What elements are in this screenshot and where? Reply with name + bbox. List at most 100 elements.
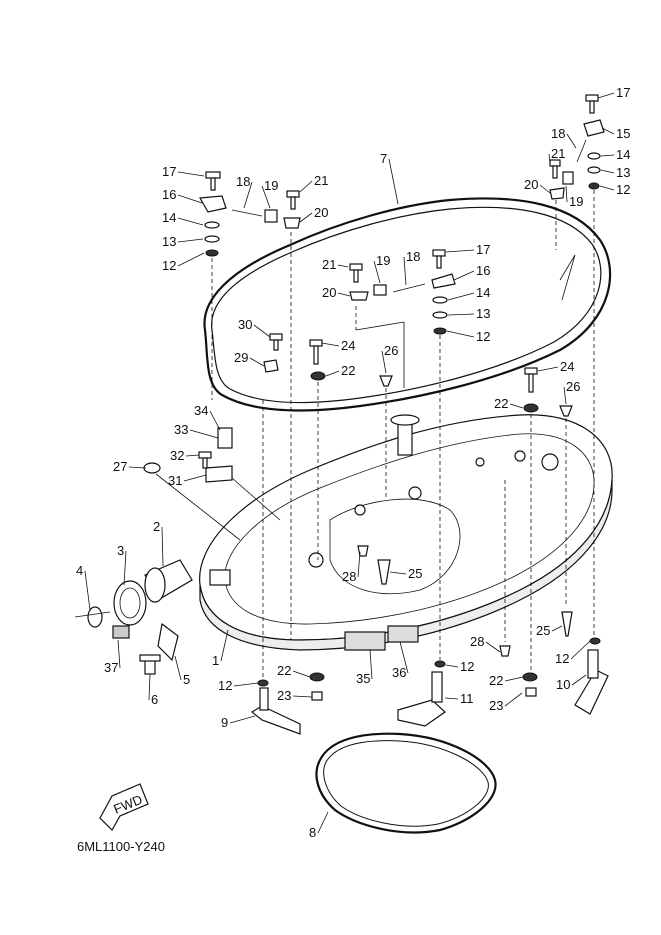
callout-number-c16b: 16 bbox=[476, 263, 490, 278]
callout-leader-c21a bbox=[299, 180, 313, 193]
callout-leader-c25a bbox=[389, 571, 407, 575]
callout-number-c13b: 13 bbox=[476, 306, 490, 321]
callout-leader-c19b bbox=[373, 260, 381, 284]
callout-leader-c26b bbox=[563, 386, 567, 405]
callout-leader-c23b bbox=[504, 692, 523, 707]
callout-leader-c22d bbox=[504, 676, 524, 682]
callout-leader-c10 bbox=[571, 674, 587, 686]
callout-number-c7: 7 bbox=[380, 151, 387, 166]
callout-leader-c23a bbox=[292, 695, 313, 698]
callout-number-c35: 35 bbox=[356, 671, 370, 686]
callout-leader-c17c bbox=[597, 92, 615, 99]
callout-number-c22b: 22 bbox=[494, 396, 508, 411]
callout-number-c19a: 19 bbox=[264, 178, 278, 193]
callout-leader-c6 bbox=[148, 673, 151, 701]
callout-leader-c12d bbox=[570, 640, 591, 660]
callout-number-c31: 31 bbox=[168, 473, 182, 488]
callout-leader-c13a bbox=[177, 238, 204, 243]
bottom-cowling-part-1 bbox=[199, 414, 613, 651]
callout-leader-c20a bbox=[299, 212, 313, 223]
callout-number-c18b: 18 bbox=[406, 249, 420, 264]
callout-number-c13a: 13 bbox=[162, 234, 176, 249]
callout-leader-c22b bbox=[509, 403, 524, 409]
callout-number-c25b: 25 bbox=[536, 623, 550, 638]
callout-number-c26a: 26 bbox=[384, 343, 398, 358]
callout-number-c17c: 17 bbox=[616, 85, 630, 100]
callout-leader-c1 bbox=[220, 629, 229, 662]
callout-leader-c8 bbox=[317, 811, 329, 834]
callout-leader-c13b bbox=[447, 313, 475, 316]
front-grommet-assembly bbox=[74, 559, 193, 675]
callout-leader-c12e bbox=[445, 664, 459, 668]
callout-leader-c17a bbox=[177, 171, 205, 177]
callout-leader-c30 bbox=[253, 324, 271, 338]
callout-leader-c20c bbox=[539, 184, 551, 194]
callout-leader-c36 bbox=[399, 641, 409, 674]
callout-number-c26b: 26 bbox=[566, 379, 580, 394]
callout-leader-c13c bbox=[600, 169, 615, 174]
callout-number-c20b: 20 bbox=[322, 285, 336, 300]
callout-leader-c22c bbox=[292, 670, 311, 678]
callout-number-c20c: 20 bbox=[524, 177, 538, 192]
callout-number-c34: 34 bbox=[194, 403, 208, 418]
callout-leader-c5 bbox=[174, 655, 182, 681]
callout-number-c28b: 28 bbox=[470, 634, 484, 649]
callout-leader-c29 bbox=[249, 357, 265, 367]
callout-leader-c14a bbox=[177, 217, 204, 226]
callout-leader-c32 bbox=[185, 454, 200, 457]
callout-number-c27: 27 bbox=[113, 459, 127, 474]
callout-number-c22a: 22 bbox=[341, 363, 355, 378]
callout-number-c28a: 28 bbox=[342, 569, 356, 584]
callout-leader-c16b bbox=[453, 270, 475, 281]
callout-number-c18a: 18 bbox=[236, 174, 250, 189]
callout-number-c12e: 12 bbox=[460, 659, 474, 674]
callout-leader-c28b bbox=[485, 641, 501, 653]
callout-number-c14c: 14 bbox=[616, 147, 630, 162]
callout-leader-c35 bbox=[369, 649, 373, 680]
callout-number-c29: 29 bbox=[234, 350, 248, 365]
callout-number-c22d: 22 bbox=[489, 673, 503, 688]
callout-leader-c7 bbox=[388, 158, 399, 205]
callout-number-c2: 2 bbox=[153, 519, 160, 534]
callout-leader-c4 bbox=[84, 570, 91, 611]
callout-leader-c24a bbox=[321, 342, 340, 347]
callout-number-c33: 33 bbox=[174, 422, 188, 437]
callout-number-c23b: 23 bbox=[489, 698, 503, 713]
callout-leader-c3 bbox=[123, 550, 127, 586]
callout-number-c3: 3 bbox=[117, 543, 124, 558]
callout-leader-c22a bbox=[325, 370, 340, 377]
callout-number-c25a: 25 bbox=[408, 566, 422, 581]
callout-leader-c28a bbox=[357, 551, 361, 578]
callout-leader-c24b bbox=[537, 366, 559, 372]
bottom-seal-part-8 bbox=[315, 732, 497, 834]
callout-number-c19c: 19 bbox=[569, 194, 583, 209]
alignment-lines bbox=[155, 190, 595, 678]
callout-leader-c12f bbox=[233, 682, 259, 687]
callout-number-c36: 36 bbox=[392, 665, 406, 680]
callout-leader-c14b bbox=[447, 292, 475, 301]
callout-leader-c20b bbox=[337, 292, 351, 297]
callout-leader-c9 bbox=[229, 715, 256, 724]
callout-leader-c18a bbox=[243, 181, 253, 209]
callout-leader-c12b bbox=[446, 330, 475, 338]
fwd-arrow-icon: FWD bbox=[99, 783, 149, 831]
callout-number-c9: 9 bbox=[221, 715, 228, 730]
callout-number-c24b: 24 bbox=[560, 359, 574, 374]
callout-number-c14b: 14 bbox=[476, 285, 490, 300]
callout-leader-c27 bbox=[128, 466, 147, 469]
callout-number-c19b: 19 bbox=[376, 253, 390, 268]
callout-number-c24a: 24 bbox=[341, 338, 355, 353]
callout-leader-c18b bbox=[403, 256, 407, 286]
callout-number-c12c: 12 bbox=[616, 182, 630, 197]
callout-number-c23a: 23 bbox=[277, 688, 291, 703]
callout-leader-c19a bbox=[261, 185, 271, 209]
callout-leader-c21c bbox=[548, 153, 551, 164]
diagram-code: 6ML1100-Y240 bbox=[77, 839, 165, 854]
callout-number-c12a: 12 bbox=[162, 258, 176, 273]
callout-leader-c14c bbox=[600, 154, 615, 157]
small-hardware bbox=[143, 94, 605, 701]
callout-number-c4: 4 bbox=[76, 563, 83, 578]
callout-number-c6: 6 bbox=[151, 692, 158, 707]
callout-number-c18c: 18 bbox=[551, 126, 565, 141]
callout-number-c30: 30 bbox=[238, 317, 252, 332]
